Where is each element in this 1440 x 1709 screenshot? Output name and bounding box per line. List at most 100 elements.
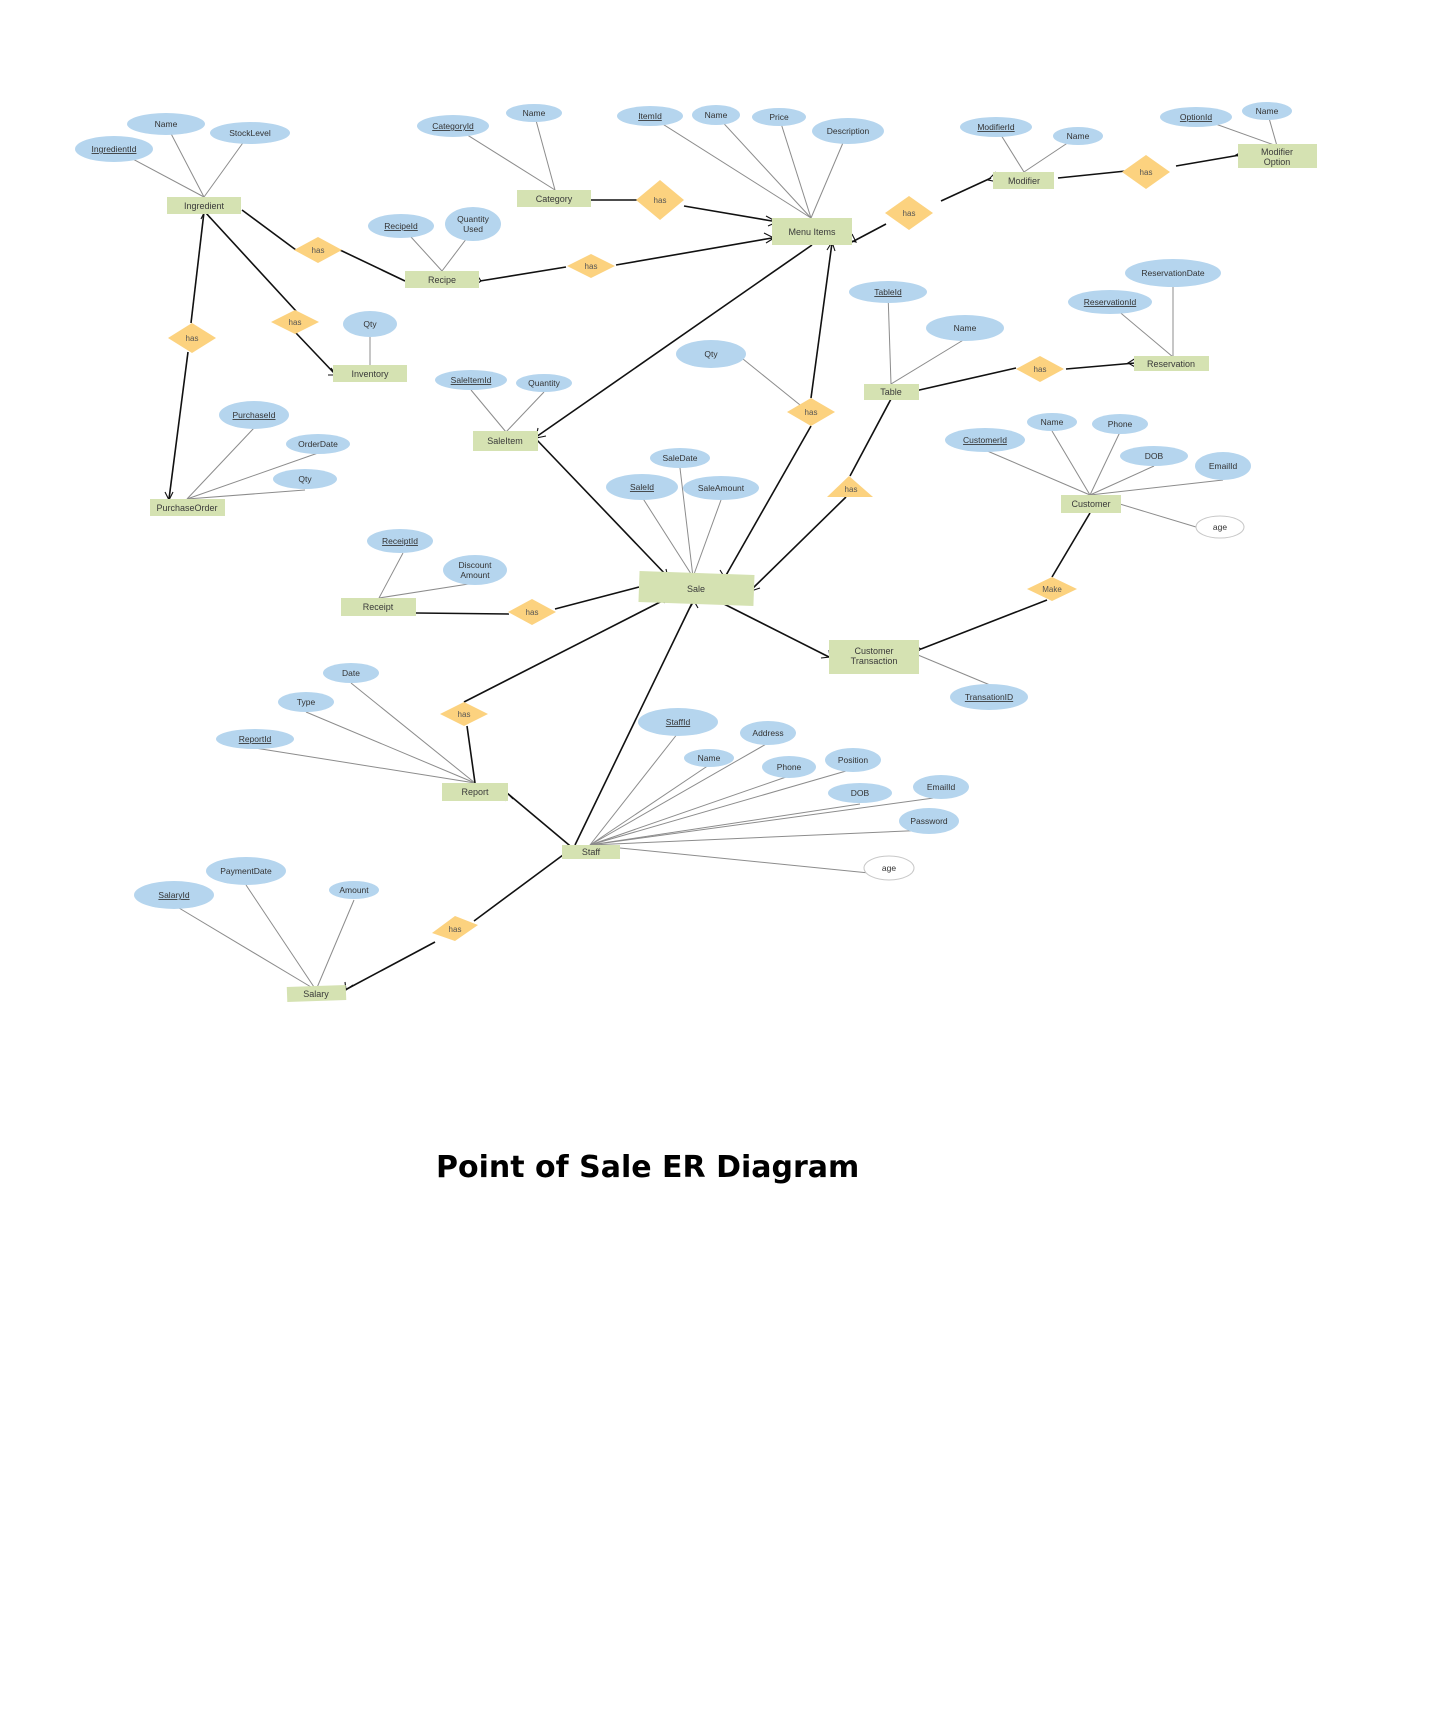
attribute-option-name: Name bbox=[1242, 102, 1292, 120]
svg-text:Qty: Qty bbox=[704, 349, 718, 359]
svg-text:Name: Name bbox=[155, 119, 178, 129]
entity-menu-items: Menu Items bbox=[772, 218, 852, 245]
relationship-has-ingredient-inventory: has bbox=[271, 310, 319, 334]
attribute-reservation-id: ReservationId bbox=[1068, 290, 1152, 314]
attribute-customer-name: Name bbox=[1027, 413, 1077, 431]
svg-text:Date: Date bbox=[342, 668, 360, 678]
svg-text:SaleAmount: SaleAmount bbox=[698, 483, 745, 493]
attribute-staff-phone: Phone bbox=[762, 756, 816, 778]
relationship-has-modifier-option: has bbox=[1122, 155, 1170, 189]
svg-text:has: has bbox=[1140, 168, 1153, 177]
svg-text:Name: Name bbox=[698, 753, 721, 763]
attribute-customer-id: CustomerId bbox=[945, 428, 1025, 452]
svg-text:age: age bbox=[882, 863, 896, 873]
attribute-option-id: OptionId bbox=[1160, 107, 1232, 127]
svg-text:has: has bbox=[186, 334, 199, 343]
entity-ingredient: Ingredient bbox=[167, 197, 241, 214]
svg-text:PurchaseOrder: PurchaseOrder bbox=[156, 503, 217, 513]
svg-text:Ingredient: Ingredient bbox=[184, 201, 225, 211]
attribute-customer-email: EmailId bbox=[1195, 452, 1251, 480]
attribute-ingredient-name: Name bbox=[127, 113, 205, 135]
attribute-report-id: ReportId bbox=[216, 729, 294, 749]
attribute-purchase-qty: Qty bbox=[273, 469, 337, 489]
svg-text:Password: Password bbox=[910, 816, 948, 826]
relationship-has-table-reservation: has bbox=[1016, 356, 1064, 382]
svg-text:Name: Name bbox=[1041, 417, 1064, 427]
relationship-has-ingredient-purchase: has bbox=[168, 323, 216, 353]
svg-text:CategoryId: CategoryId bbox=[432, 121, 474, 131]
svg-text:Name: Name bbox=[954, 323, 977, 333]
relationship-make-customer-transaction: Make bbox=[1027, 577, 1077, 601]
svg-text:CustomerId: CustomerId bbox=[963, 435, 1007, 445]
attribute-staff-password: Password bbox=[899, 808, 959, 834]
svg-text:Name: Name bbox=[705, 110, 728, 120]
svg-text:StockLevel: StockLevel bbox=[229, 128, 271, 138]
svg-text:Staff: Staff bbox=[582, 847, 601, 857]
entity-staff: Staff bbox=[562, 845, 620, 859]
svg-text:has: has bbox=[805, 408, 818, 417]
entity-table: Table bbox=[864, 384, 919, 400]
svg-text:IngredientId: IngredientId bbox=[92, 144, 137, 154]
svg-text:has: has bbox=[458, 710, 471, 719]
svg-text:Sale: Sale bbox=[687, 584, 705, 594]
svg-text:RecipeId: RecipeId bbox=[384, 221, 418, 231]
relationship-has-menu-sale: has bbox=[787, 398, 835, 426]
svg-text:ReservationId: ReservationId bbox=[1084, 297, 1137, 307]
svg-text:ItemId: ItemId bbox=[638, 111, 662, 121]
svg-text:DOB: DOB bbox=[851, 788, 870, 798]
attribute-connectors bbox=[113, 110, 1278, 991]
svg-text:has: has bbox=[289, 318, 302, 327]
attribute-purchase-id: PurchaseId bbox=[219, 401, 289, 429]
attribute-order-date: OrderDate bbox=[286, 434, 350, 454]
relationship-has-recipe-menu: has bbox=[567, 254, 615, 278]
svg-text:Address: Address bbox=[752, 728, 783, 738]
entity-modifier: Modifier bbox=[993, 172, 1054, 189]
svg-text:Quantity: Quantity bbox=[457, 214, 489, 224]
svg-text:Option: Option bbox=[1264, 157, 1291, 167]
attribute-payment-date: PaymentDate bbox=[206, 857, 286, 885]
svg-text:TransationID: TransationID bbox=[965, 692, 1013, 702]
entity-customer-transaction: Customer Transaction bbox=[829, 640, 919, 674]
svg-text:Quantity: Quantity bbox=[528, 378, 560, 388]
attribute-staff-dob: DOB bbox=[828, 783, 892, 803]
svg-text:Report: Report bbox=[461, 787, 489, 797]
diagram-title: Point of Sale ER Diagram bbox=[436, 1150, 860, 1185]
svg-text:EmailId: EmailId bbox=[1209, 461, 1238, 471]
entity-report: Report bbox=[442, 783, 508, 801]
svg-text:Name: Name bbox=[1256, 106, 1279, 116]
svg-text:SaleDate: SaleDate bbox=[663, 453, 698, 463]
svg-text:SaleId: SaleId bbox=[630, 482, 654, 492]
attribute-staff-age: age bbox=[863, 855, 915, 881]
svg-text:ReceiptId: ReceiptId bbox=[382, 536, 418, 546]
attribute-customer-dob: DOB bbox=[1120, 446, 1188, 466]
svg-text:has: has bbox=[903, 209, 916, 218]
entity-purchase-order: PurchaseOrder bbox=[150, 499, 225, 516]
svg-text:Phone: Phone bbox=[1108, 419, 1133, 429]
svg-text:ModifierId: ModifierId bbox=[977, 122, 1015, 132]
svg-text:ReportId: ReportId bbox=[239, 734, 272, 744]
attribute-report-type: Type bbox=[278, 692, 334, 712]
svg-text:Recipe: Recipe bbox=[428, 275, 456, 285]
svg-text:has: has bbox=[312, 246, 325, 255]
entity-sale: Sale bbox=[638, 571, 755, 607]
svg-text:Type: Type bbox=[297, 697, 316, 707]
attribute-recipe-id: RecipeId bbox=[368, 214, 434, 238]
svg-text:has: has bbox=[585, 262, 598, 271]
attribute-staff-id: StaffId bbox=[638, 708, 718, 736]
attribute-report-date: Date bbox=[323, 663, 379, 683]
attribute-modifier-id: ModifierId bbox=[960, 117, 1032, 137]
svg-text:Description: Description bbox=[827, 126, 870, 136]
svg-text:has: has bbox=[526, 608, 539, 617]
svg-text:Receipt: Receipt bbox=[363, 602, 394, 612]
svg-text:ReservationDate: ReservationDate bbox=[1141, 268, 1205, 278]
attribute-salary-id: SalaryId bbox=[134, 881, 214, 909]
entity-modifier-option: Modifier Option bbox=[1238, 144, 1317, 168]
attribute-category-id: CategoryId bbox=[417, 115, 489, 137]
svg-text:Name: Name bbox=[1067, 131, 1090, 141]
svg-text:Transaction: Transaction bbox=[851, 656, 898, 666]
attribute-receipt-id: ReceiptId bbox=[367, 529, 433, 553]
attribute-reservation-date: ReservationDate bbox=[1125, 259, 1221, 287]
svg-text:Modifier: Modifier bbox=[1008, 176, 1040, 186]
